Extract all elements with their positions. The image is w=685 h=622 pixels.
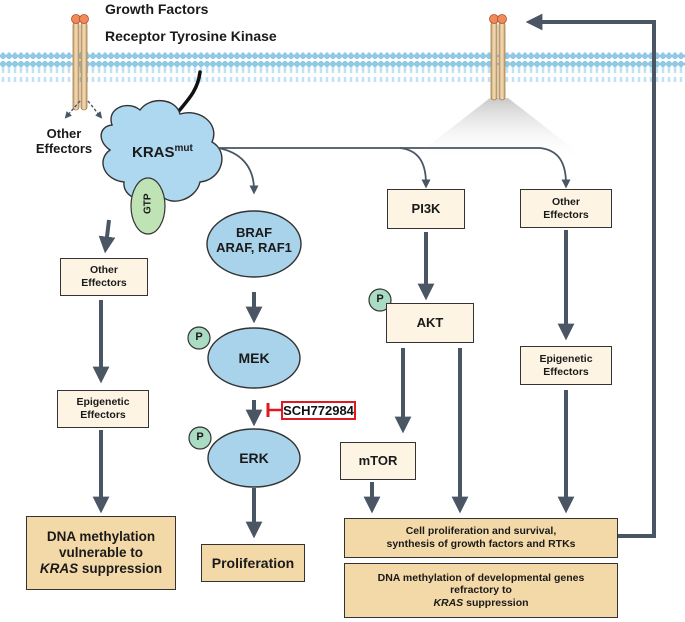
proliferation-box: Proliferation	[201, 544, 305, 582]
phospho-erk-circle	[188, 426, 212, 450]
kras-label: KRASmut	[132, 143, 193, 161]
mek-oval	[207, 327, 301, 389]
pi3k-box: PI3K	[387, 189, 465, 229]
epigenetic-effectors-left-box: Epigenetic Effectors	[57, 390, 149, 428]
feedback-loop-arrow	[525, 13, 656, 538]
phospho-erk-label: P	[196, 431, 204, 443]
receptor-tyrosine-kinase-label: Receptor Tyrosine Kinase	[105, 28, 277, 44]
kras-name: KRAS	[132, 144, 175, 161]
other-effectors-left-label: Other Effectors	[35, 126, 93, 156]
phospho-akt-circle	[368, 288, 392, 312]
gtp-label: GTP	[142, 193, 154, 215]
kras-mut-superscript: mut	[174, 143, 193, 154]
kras-protein	[100, 100, 223, 202]
arrow-kras-other-effectors-a	[64, 100, 81, 119]
outcome-line2: vulnerable to	[58, 544, 144, 560]
sch772984-inhibitor-box: SCH772984	[281, 401, 356, 420]
receptor-tyrosine-kinase-right	[489, 14, 507, 101]
refractory-line2: refractory to	[450, 584, 512, 597]
other-effectors-right-box: Other Effectors	[520, 189, 612, 228]
phospho-mek-label: P	[195, 331, 203, 343]
phospho-akt-label: P	[376, 293, 384, 305]
dna-methylation-vulnerable-box: DNA methylation vulnerable to KRAS suppr…	[26, 516, 176, 590]
erk-oval	[207, 428, 301, 488]
mtor-box: mTOR	[340, 442, 416, 480]
dna-methylation-refractory-box: DNA methylation of developmental genes r…	[344, 563, 618, 618]
gtp-molecule	[130, 177, 166, 235]
refractory-gene: KRAS	[433, 596, 464, 609]
erk-label: ERK	[239, 450, 269, 466]
kras-membrane-anchor	[176, 70, 202, 114]
growth-factors-label: Growth Factors	[105, 1, 209, 17]
receptor-tyrosine-kinase-left	[71, 14, 89, 111]
cell-proliferation-box: Cell proliferation and survival, synthes…	[344, 518, 618, 558]
other-effectors-left-box: Other Effectors	[60, 258, 148, 296]
outcome-line3: KRAS suppression	[40, 561, 162, 577]
raf-oval	[206, 210, 302, 278]
pathway-arrows	[92, 219, 575, 539]
akt-box: AKT	[386, 303, 474, 343]
outcome-line1: DNA methylation	[46, 528, 156, 544]
arrow-kras-other-effectors-b	[87, 100, 103, 119]
epigenetic-effectors-right-box: Epigenetic Effectors	[520, 346, 612, 385]
mek-label: MEK	[238, 350, 270, 366]
raf-label: BRAF ARAF, RAF1	[216, 225, 292, 255]
kras-branch-lines	[217, 147, 571, 195]
refractory-line3: KRAS suppression	[433, 597, 528, 610]
cell-membrane	[0, 52, 685, 82]
receptor-zoom-cone	[410, 98, 588, 160]
refractory-line1: DNA methylation of developmental genes	[377, 571, 585, 584]
phospho-mek-circle	[187, 326, 211, 350]
outcome-gene: KRAS	[39, 561, 79, 577]
refractory-line3-rest: suppression	[463, 596, 529, 609]
outcome-line3-rest: suppression	[78, 561, 163, 577]
